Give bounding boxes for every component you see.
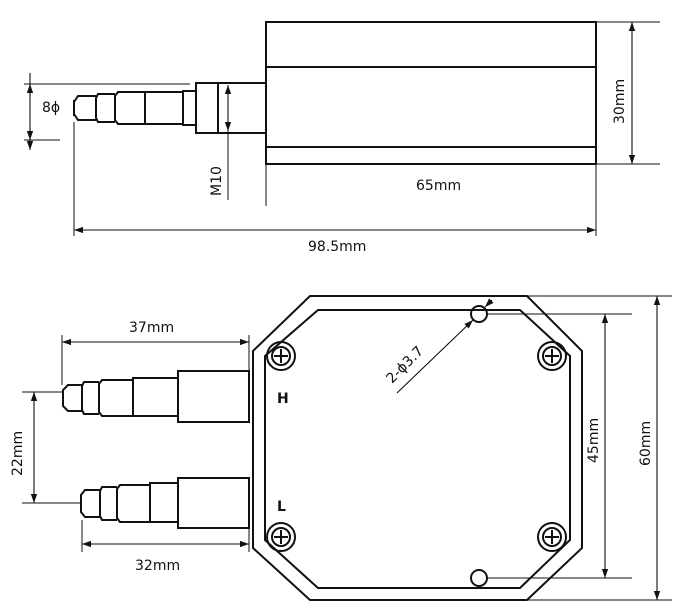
screw-icon [537, 341, 567, 371]
port-l-length-label: 32mm [135, 558, 180, 574]
body-length-label: 65mm [416, 178, 461, 194]
mounting-hole [470, 305, 488, 323]
fitting-diameter-label: 8ϕ [42, 100, 60, 116]
thread-label: M10 [209, 166, 225, 196]
port-low-label: L [277, 499, 286, 515]
port-h-fitting [62, 370, 250, 423]
top-view: 8ϕ M10 30mm 65mm 98.5mm [24, 21, 660, 255]
screw-icon [266, 341, 296, 371]
hole-spacing-label: 45mm [586, 418, 602, 463]
body-height-label: 60mm [638, 421, 654, 466]
bottom-view: 2-ϕ3.7 H L 37 [10, 295, 672, 601]
screw-icon [537, 522, 567, 552]
holes-label: 2-ϕ3.7 [384, 343, 427, 386]
port-h-length-label: 37mm [129, 320, 174, 336]
port-high-label: H [277, 391, 289, 407]
screw-icon [266, 522, 296, 552]
hose-barb-fitting [73, 82, 267, 134]
mounting-hole [470, 569, 488, 587]
height-label: 30mm [612, 79, 628, 124]
sensor-body-side [265, 21, 597, 165]
sensor-body-front [252, 295, 583, 601]
port-spacing-label: 22mm [10, 431, 26, 476]
total-length-label: 98.5mm [308, 239, 366, 255]
port-l-fitting [80, 477, 250, 529]
